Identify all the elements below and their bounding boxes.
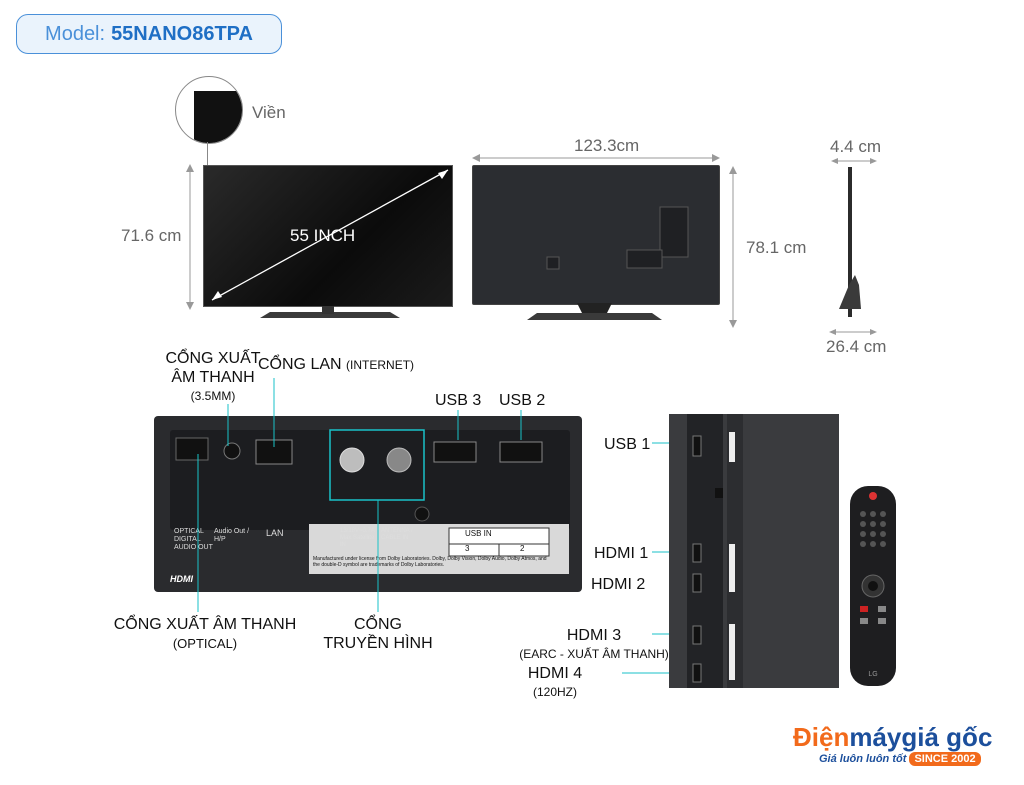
- total-height-arrow: [729, 166, 737, 328]
- panel-usb-3-text: 3: [465, 544, 470, 553]
- panel-usb-2-text: 2: [520, 544, 525, 553]
- usb1-label: USB 1: [604, 436, 651, 453]
- brand-logo: Điệnmáygiá gốc Giá luôn luôn tốt SINCE 2…: [793, 722, 993, 766]
- model-prefix: Model:: [45, 22, 106, 45]
- stand-depth-label: 26.4 cm: [826, 337, 887, 356]
- width-arrow: [472, 154, 720, 162]
- usb3-label: USB 3: [435, 392, 482, 409]
- tv-back-details: [527, 206, 689, 320]
- hdmi4-label: HDMI 4 (120HZ): [527, 665, 583, 699]
- front-height-label: 71.6 cm: [121, 226, 182, 245]
- front-tv-lines: [211, 169, 449, 318]
- model-value: 55NANO86TPA: [111, 22, 253, 45]
- panel-license-text: Manufactured under license from Dolby La…: [313, 556, 547, 568]
- audio-35-label: CỔNG XUẤT ÂM THANH (3.5MM): [165, 350, 261, 403]
- svg-text:LG: LG: [868, 671, 877, 678]
- panel-satellite-text: 13/18V~0.7A Max Satellite IN: [340, 528, 375, 548]
- hdmi-logo: HDMI: [170, 574, 193, 584]
- panel-audio-text: Audio Out / H/P: [214, 528, 250, 543]
- side-panel-art: [687, 414, 743, 688]
- bezel-zoom: [175, 76, 243, 144]
- model-badge: Model: 55NANO86TPA: [16, 14, 282, 54]
- antenna-label: CỔNG TRUYỀN HÌNH: [323, 616, 433, 652]
- total-height-label: 78.1 cm: [746, 238, 807, 257]
- optical-label: CỔNG XUẤT ÂM THANH (OPTICAL): [113, 616, 297, 651]
- panel-antenna-text: ANTENNA / CABLE IN: [381, 528, 413, 541]
- diagonal-label: 55 INCH: [290, 226, 356, 245]
- side-view: [829, 158, 877, 335]
- width-label: 123.3cm: [574, 136, 640, 155]
- bezel-label: Viền: [252, 103, 286, 122]
- usb2-label: USB 2: [499, 392, 546, 409]
- depth-label: 4.4 cm: [830, 137, 882, 156]
- panel-optical-text: OPTICAL DIGITAL AUDIO OUT: [174, 528, 213, 551]
- hdmi3-label: HDMI 3 (EARC - XUẤT ÂM THANH): [519, 627, 669, 661]
- lan-label: CỔNG LAN (INTERNET): [258, 356, 415, 373]
- panel-usb-in-text: USB IN: [465, 529, 492, 538]
- port-panel-art: [170, 429, 570, 574]
- hdmi2-label: HDMI 2: [591, 576, 646, 593]
- panel-lan-text: LAN: [266, 528, 284, 538]
- remote-buttons: LG: [860, 492, 886, 678]
- hdmi1-label: HDMI 1: [594, 545, 649, 562]
- front-height-arrow: [186, 164, 194, 310]
